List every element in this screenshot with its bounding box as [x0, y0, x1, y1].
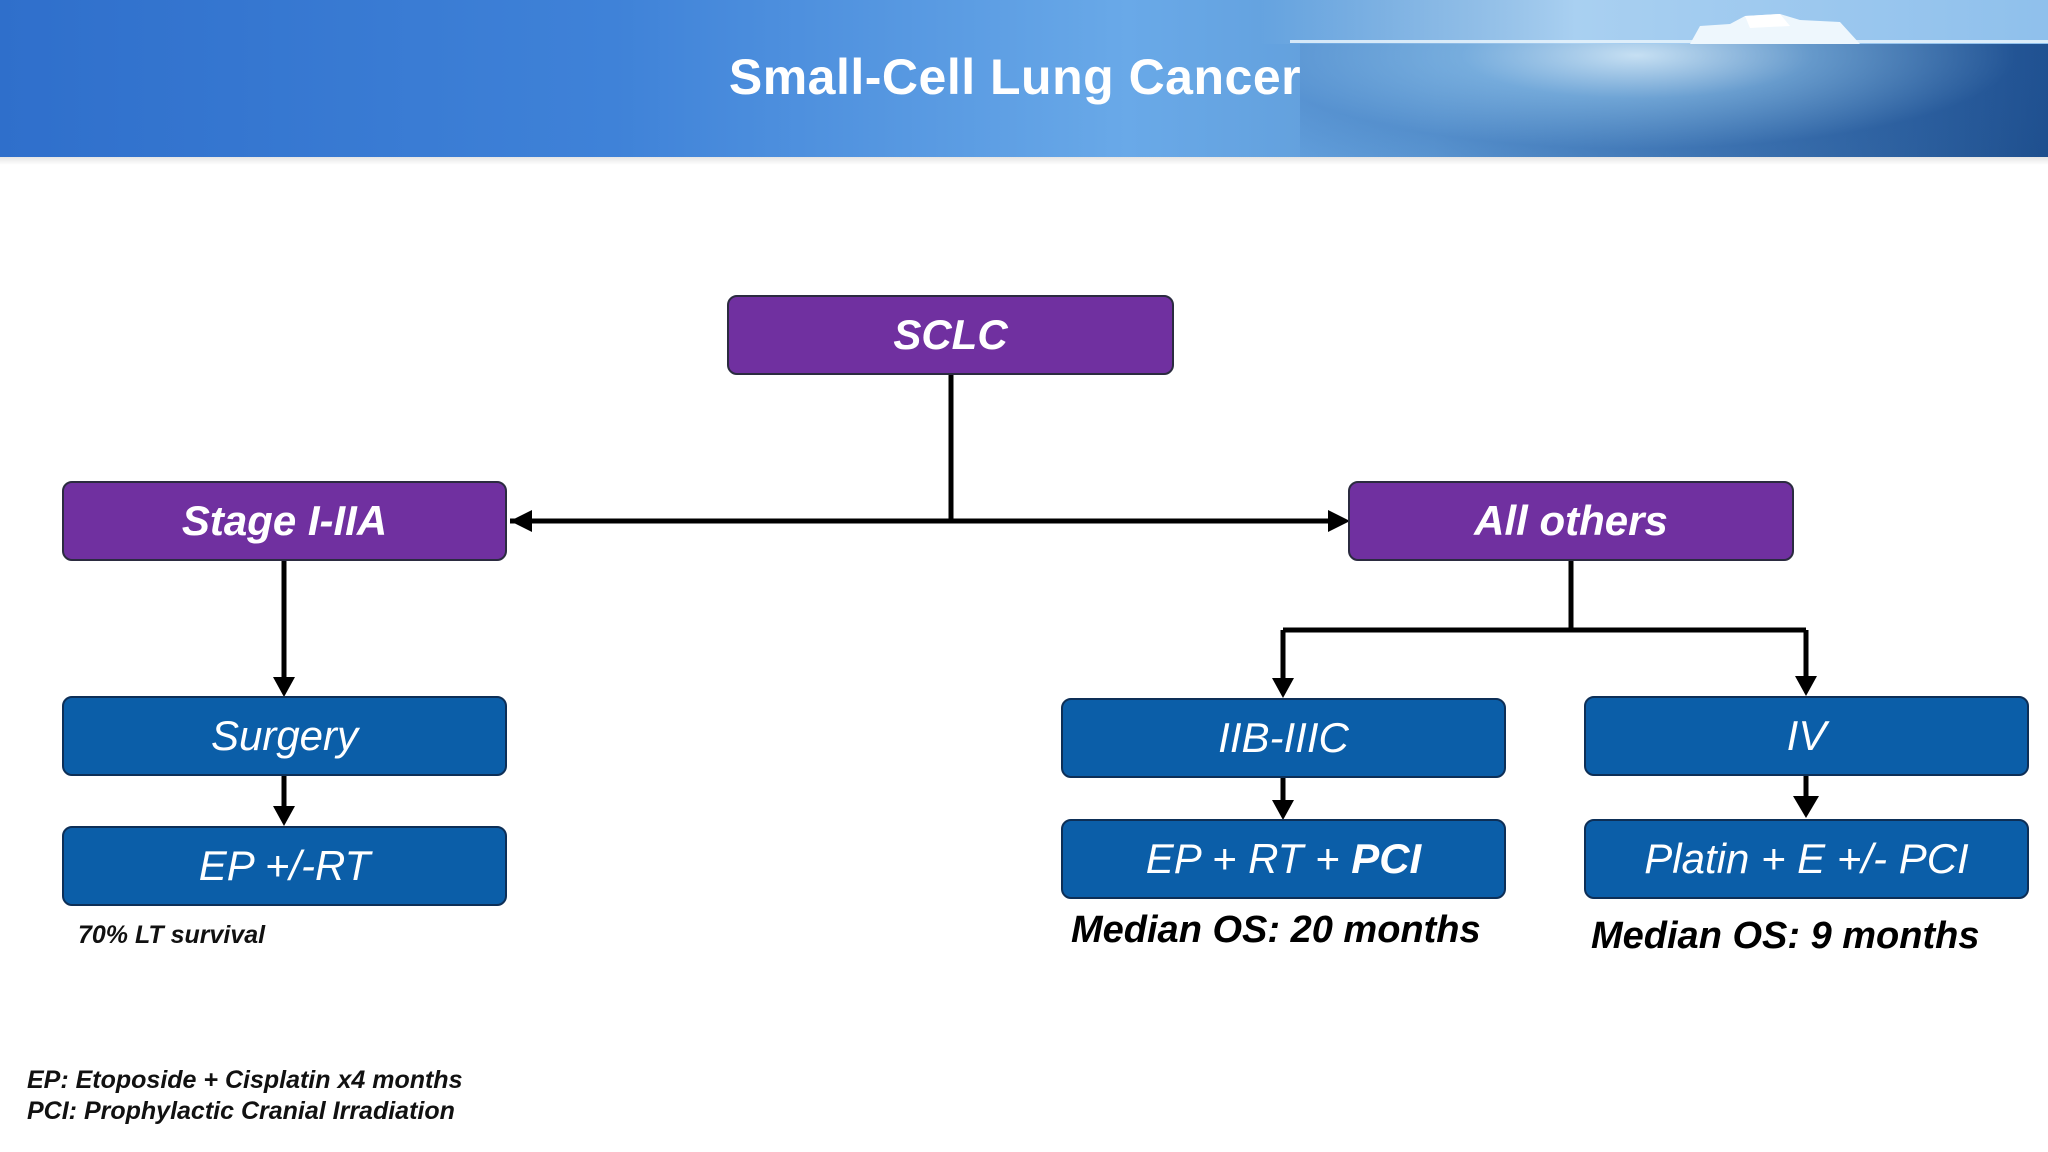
header-shadow [0, 157, 2048, 165]
horizon-line [1290, 40, 2048, 43]
ep-rt-pci-node: EP + RT + PCI [1061, 819, 1506, 899]
arrow-to-others-head [1328, 510, 1350, 532]
all-others-node: All others [1348, 481, 1794, 561]
arrow-to-stage-head [510, 510, 532, 532]
ep-rt-pci-label: EP + RT + [1145, 835, 1352, 882]
median-os-iiic-note: Median OS: 20 months [1071, 909, 1481, 951]
ep-rt-node: EP +/-RT [62, 826, 507, 906]
pci-emphasis: PCI [1351, 835, 1422, 882]
arrow-to-iib-iiic-head [1272, 678, 1294, 698]
underwater-iceberg-image [1300, 44, 2048, 157]
arrow-to-ep-rt-pci-head [1272, 800, 1294, 820]
footnote-ep: EP: Etoposide + Cisplatin x4 months [27, 1066, 463, 1094]
sky-gradient [1260, 0, 2048, 44]
iv-node: IV [1584, 696, 2029, 776]
median-os-iv-note: Median OS: 9 months [1591, 915, 1980, 957]
header-banner: Small-Cell Lung Cancer [0, 0, 2048, 157]
slide-title: Small-Cell Lung Cancer [728, 49, 1302, 105]
platin-e-pci-node: Platin + E +/- PCI [1584, 819, 2029, 899]
iib-iiic-node: IIB-IIIC [1061, 698, 1506, 778]
iceberg-icon [1690, 14, 1860, 44]
arrow-to-iv-head [1795, 676, 1817, 696]
arrow-to-platin-head [1793, 796, 1819, 818]
stage-i-iia-node: Stage I-IIA [62, 481, 507, 561]
arrow-to-surgery-head [273, 677, 295, 697]
arrow-to-ep-rt-head [273, 806, 295, 826]
lt-survival-note: 70% LT survival [78, 921, 266, 949]
footnote-pci: PCI: Prophylactic Cranial Irradiation [27, 1097, 455, 1125]
sclc-node: SCLC [727, 295, 1174, 375]
surgery-node: Surgery [62, 696, 507, 776]
